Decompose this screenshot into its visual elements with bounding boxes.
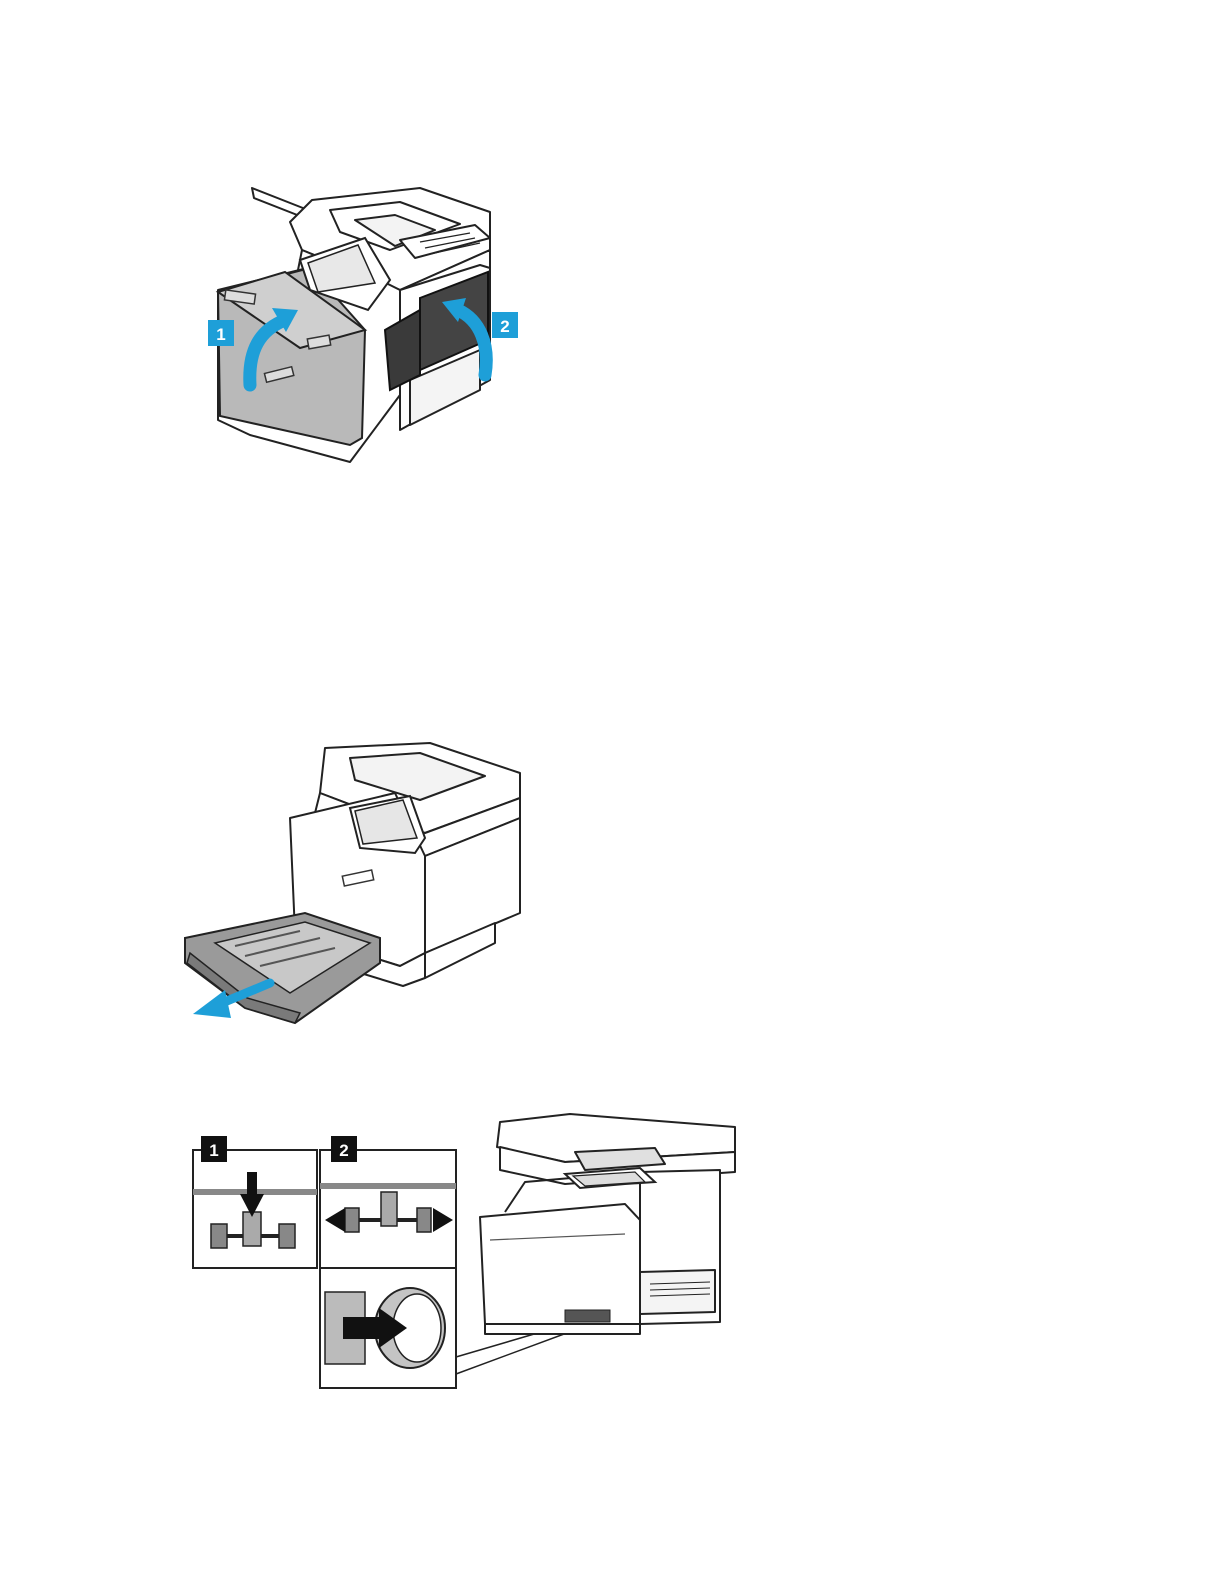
figure-remove-tray [175, 738, 535, 1038]
figure-remove-pick-roller: 1 2 [185, 1112, 745, 1394]
svg-text:1: 1 [209, 1141, 218, 1160]
callout-1: 1 [201, 1136, 227, 1162]
figure-close-doors: 1 2 [190, 180, 530, 470]
callout-2: 2 [492, 312, 518, 338]
tray-removal-illustration [175, 738, 535, 1038]
printer [480, 1114, 735, 1334]
inset-1 [193, 1150, 317, 1268]
svg-text:2: 2 [500, 317, 509, 336]
callout-2: 2 [331, 1136, 357, 1162]
printer-doors-illustration: 1 2 [190, 180, 530, 470]
svg-text:1: 1 [216, 325, 225, 344]
pick-roller-area [565, 1310, 610, 1322]
inset-2 [320, 1150, 456, 1388]
svg-text:2: 2 [339, 1141, 348, 1160]
pick-roller-illustration: 1 2 [185, 1112, 745, 1394]
callout-1: 1 [208, 320, 234, 346]
